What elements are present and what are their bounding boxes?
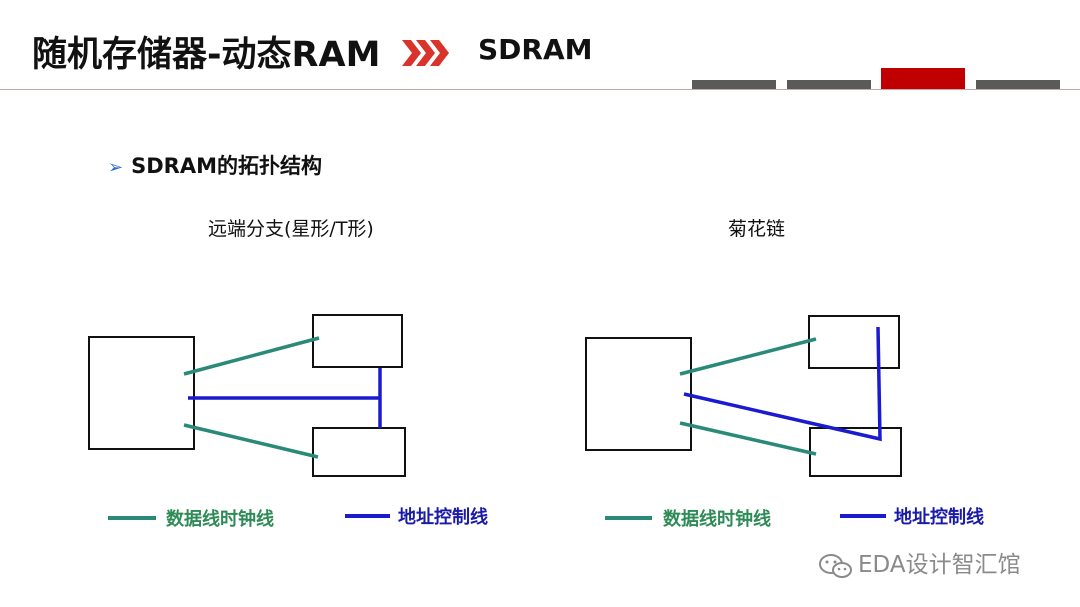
bullet-arrow-icon: ➢ bbox=[108, 157, 124, 178]
controller-box bbox=[585, 337, 692, 451]
data-line-bottom bbox=[679, 421, 817, 456]
data-line-top bbox=[183, 336, 320, 376]
page-title: 随机存储器-动态RAM bbox=[32, 35, 381, 75]
controller-box bbox=[88, 336, 195, 450]
legend-data-label: 数据线时钟线 bbox=[663, 509, 771, 530]
memory-box-top bbox=[312, 314, 403, 368]
wechat-icon bbox=[819, 553, 852, 578]
watermark: EDA设计智汇馆 bbox=[818, 545, 1021, 580]
page-subtitle: SDRAM bbox=[478, 33, 593, 66]
memory-box-top bbox=[808, 315, 900, 369]
legend-data-label: 数据线时钟线 bbox=[166, 509, 274, 530]
legend-ctrl-label: 地址控制线 bbox=[894, 507, 984, 528]
data-line-top bbox=[679, 337, 817, 376]
diagram-label-daisy-chain: 菊花链 bbox=[728, 218, 786, 240]
progress-tab-4 bbox=[976, 80, 1060, 89]
daisy-chain-topology bbox=[585, 315, 902, 520]
progress-tab-1 bbox=[692, 80, 776, 89]
section-bullet: ➢ SDRAM的拓扑结构 bbox=[108, 150, 322, 180]
star-topology bbox=[88, 314, 406, 520]
memory-box-bottom bbox=[312, 427, 406, 477]
header-divider bbox=[0, 89, 1080, 90]
watermark-text: EDA设计智汇馆 bbox=[858, 552, 1021, 578]
data-line-bottom bbox=[183, 423, 319, 459]
legend-ctrl-label: 地址控制线 bbox=[398, 507, 488, 528]
progress-tab-3-active bbox=[881, 68, 965, 89]
progress-tab-2 bbox=[787, 80, 871, 89]
diagram-label-star: 远端分支(星形/T形) bbox=[208, 218, 374, 240]
chevron-arrows-icon bbox=[402, 40, 449, 66]
section-bullet-text: SDRAM的拓扑结构 bbox=[131, 154, 322, 178]
ctrl-line-chain bbox=[683, 326, 882, 442]
memory-box-bottom bbox=[809, 427, 902, 477]
